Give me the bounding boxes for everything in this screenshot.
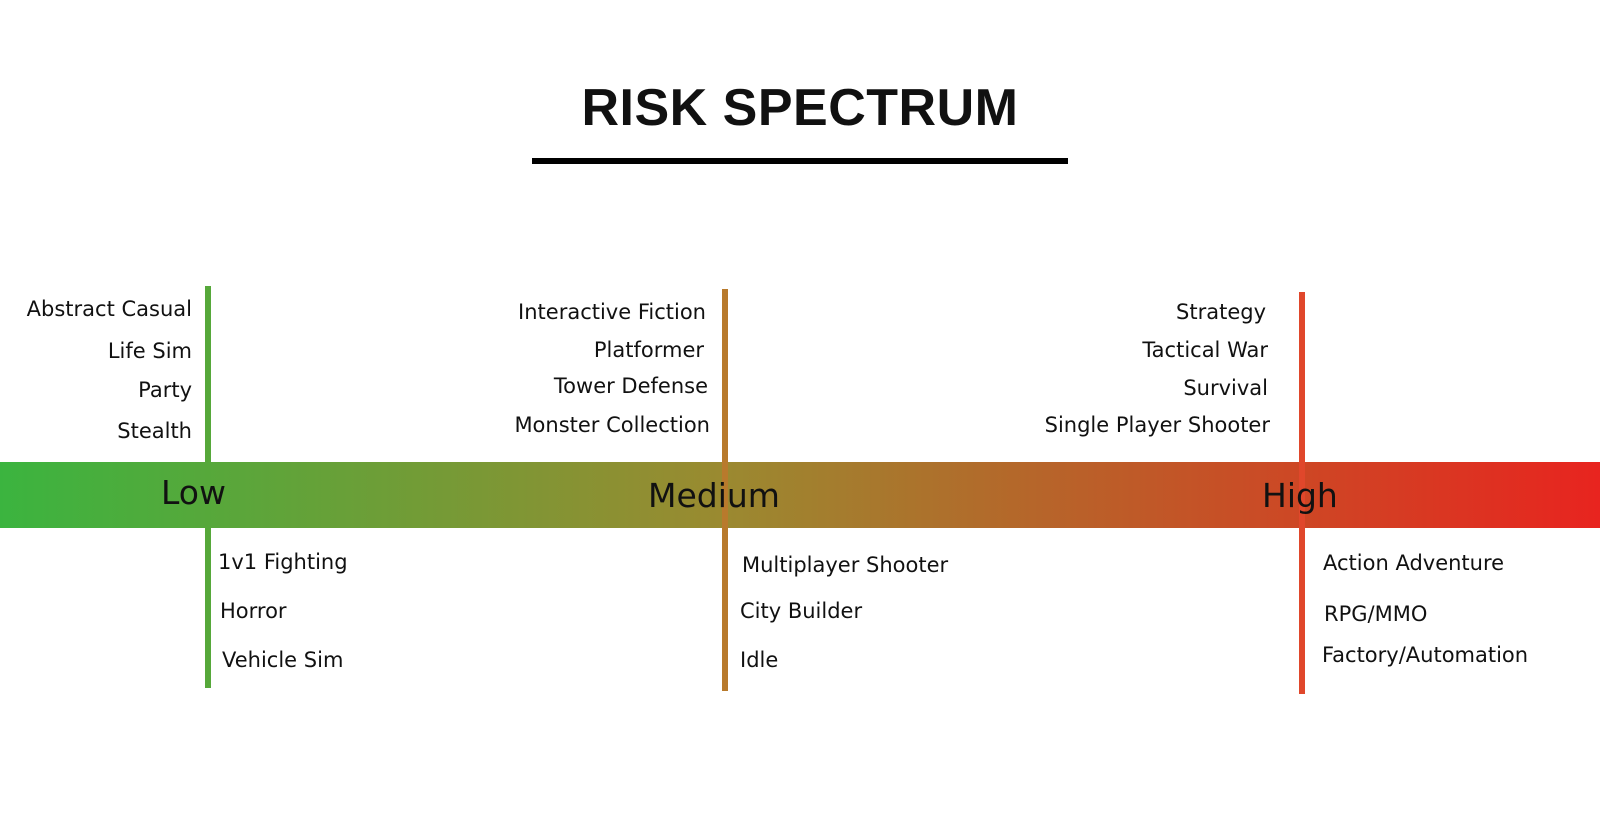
medium-stem <box>722 289 728 691</box>
genre-item: Vehicle Sim <box>222 648 344 672</box>
genre-item: Monster Collection <box>514 413 710 437</box>
genre-item: City Builder <box>740 599 863 623</box>
genre-item: RPG/MMO <box>1324 602 1428 626</box>
genre-item: Horror <box>220 599 287 623</box>
genre-item: Single Player Shooter <box>1044 413 1270 437</box>
genre-item: Abstract Casual <box>26 297 192 321</box>
genre-item: Factory/Automation <box>1322 643 1529 667</box>
high-genres-above: Strategy Tactical War Survival Single Pl… <box>900 0 1270 824</box>
genre-item: Strategy <box>1176 300 1266 324</box>
high-genres-below: Action Adventure RPG/MMO Factory/Automat… <box>1320 0 1590 824</box>
high-stem <box>1299 292 1305 694</box>
medium-genres-above: Interactive Fiction Platformer Tower Def… <box>300 0 710 824</box>
low-genres-above: Abstract Casual Life Sim Party Stealth <box>0 0 192 824</box>
genre-item: Interactive Fiction <box>518 300 706 324</box>
title-underline <box>532 158 1068 164</box>
level-label-medium: Medium <box>648 476 780 515</box>
diagram-title: RISK SPECTRUM <box>581 79 1019 137</box>
genre-item: Action Adventure <box>1323 551 1505 575</box>
genre-item: Idle <box>740 648 779 672</box>
level-label-low: Low <box>161 473 226 512</box>
genre-item: Multiplayer Shooter <box>742 553 949 577</box>
genre-item: Stealth <box>117 419 192 443</box>
genre-item: Platformer <box>593 338 704 362</box>
medium-genres-below: Multiplayer Shooter City Builder Idle <box>740 0 1080 824</box>
genre-item: Party <box>138 378 192 402</box>
genre-item: Survival <box>1183 376 1268 400</box>
genre-item: Tactical War <box>1142 338 1268 362</box>
genre-item: 1v1 Fighting <box>218 550 348 574</box>
low-stem <box>205 286 211 688</box>
spectrum-band <box>0 462 1600 528</box>
genre-item: Life Sim <box>107 339 192 363</box>
level-label-high: High <box>1262 476 1338 515</box>
genre-item: Tower Defense <box>553 374 708 398</box>
low-genres-below: 1v1 Fighting Horror Vehicle Sim <box>218 0 518 824</box>
